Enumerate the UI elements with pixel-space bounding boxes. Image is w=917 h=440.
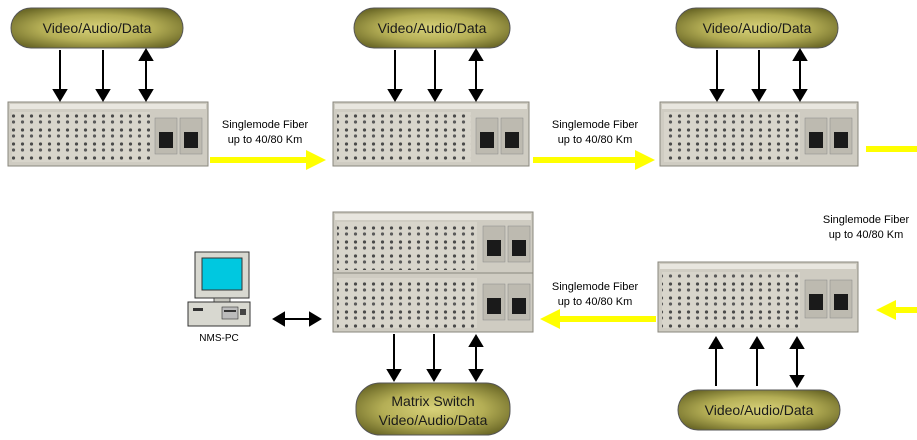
- fiber-label-line1: Singlemode Fiber: [552, 281, 639, 293]
- pc-label: NMS-PC: [199, 333, 238, 344]
- signal-label: Video/Audio/Data: [705, 402, 814, 418]
- signal-source-1: Video/Audio/Data: [10, 7, 184, 49]
- chassis-unit-2: [332, 101, 530, 167]
- matrix-label-line2: Video/Audio/Data: [379, 412, 488, 428]
- fiber-label-line2: up to 40/80 Km: [558, 134, 633, 146]
- matrix-label-line1: Matrix Switch: [391, 393, 474, 409]
- signal-arrows-2: [387, 48, 484, 102]
- fiber-link-2: Singlemode Fiber up to 40/80 Km: [533, 119, 655, 170]
- fiber-label-line1: Singlemode Fiber: [222, 119, 309, 131]
- fiber-link-1: Singlemode Fiber up to 40/80 Km: [210, 119, 326, 170]
- matrix-arrows: [386, 334, 484, 382]
- signal-arrows-4: [708, 336, 805, 388]
- chassis-unit-1: [7, 101, 209, 167]
- monitor-screen: [201, 257, 243, 291]
- fiber-label-line1: Singlemode Fiber: [552, 119, 639, 131]
- fiber-label-line1: Singlemode Fiber: [823, 214, 910, 226]
- signal-source-2: Video/Audio/Data: [353, 7, 511, 49]
- signal-arrows-3: [709, 48, 808, 102]
- fiber-link-3-out: [866, 146, 917, 152]
- signal-label: Video/Audio/Data: [43, 20, 152, 36]
- fiber-label-line2: up to 40/80 Km: [829, 229, 904, 241]
- pc-link-arrow: [272, 311, 322, 327]
- signal-label: Video/Audio/Data: [378, 20, 487, 36]
- chassis-unit-3: [659, 101, 859, 167]
- signal-arrows-1: [52, 48, 154, 102]
- signal-label: Video/Audio/Data: [703, 20, 812, 36]
- chassis-unit-4: [657, 261, 859, 333]
- fiber-link-3-label: Singlemode Fiber up to 40/80 Km: [823, 214, 910, 241]
- nms-pc: NMS-PC: [187, 251, 251, 344]
- chassis-unit-stacked: [332, 211, 534, 333]
- fiber-label-line2: up to 40/80 Km: [228, 134, 303, 146]
- signal-source-4: Video/Audio/Data: [677, 389, 841, 431]
- fiber-link-4: Singlemode Fiber up to 40/80 Km: [540, 281, 656, 329]
- fiber-link-3-in: [876, 300, 917, 320]
- fiber-label-line2: up to 40/80 Km: [558, 296, 633, 308]
- signal-source-3: Video/Audio/Data: [675, 7, 839, 49]
- matrix-switch: Matrix Switch Video/Audio/Data: [355, 382, 511, 436]
